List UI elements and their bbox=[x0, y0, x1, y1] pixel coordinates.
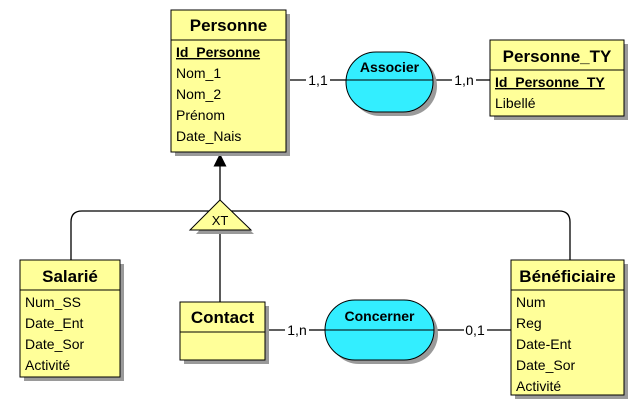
entity-personne-attr: Nom_2 bbox=[176, 86, 221, 102]
entity-beneficiaire-attr: Num bbox=[516, 294, 546, 310]
entity-beneficiaire-title: Bénéficiaire bbox=[519, 267, 615, 286]
entity-salarie-title: Salarié bbox=[42, 267, 98, 286]
relationship-concerner[interactable]: Concerner bbox=[324, 299, 438, 364]
entity-personne[interactable]: Personne Id_Personne Nom_1 Nom_2 Prénom … bbox=[170, 9, 290, 156]
entity-beneficiaire-attr: Date_Sor bbox=[516, 357, 575, 373]
connectors bbox=[70, 79, 571, 331]
entity-personne-ty-title: Personne_TY bbox=[503, 47, 612, 66]
entity-personne-title: Personne bbox=[190, 16, 267, 35]
entity-personne-attr: Date_Nais bbox=[176, 128, 241, 144]
entity-personne-ty[interactable]: Personne_TY Id_Personne_TY Libellé bbox=[489, 39, 628, 120]
inheritance-arc bbox=[70, 210, 571, 262]
relationship-associer[interactable]: Associer bbox=[345, 51, 437, 116]
entity-personne-ty-key: Id_Personne_TY bbox=[495, 74, 605, 90]
entity-personne-attr: Nom_1 bbox=[176, 65, 221, 81]
entity-personne-key: Id_Personne bbox=[176, 44, 260, 60]
entity-beneficiaire-attr: Activité bbox=[516, 378, 561, 394]
entity-beneficiaire-attr: Reg bbox=[516, 315, 542, 331]
entity-beneficiaire-attr: Date-Ent bbox=[516, 336, 571, 352]
card-concerner-beneficiaire: 0,1 bbox=[465, 322, 485, 338]
entity-personne-ty-attr: Libellé bbox=[495, 95, 536, 111]
inheritance-constraint-label: XT bbox=[212, 213, 229, 228]
card-personne-associer: 1,1 bbox=[308, 72, 328, 88]
entity-salarie[interactable]: Salarié Num_SS Date_Ent Date_Sor Activit… bbox=[19, 259, 124, 381]
entity-personne-attr: Prénom bbox=[176, 107, 225, 123]
relationship-concerner-label: Concerner bbox=[344, 308, 415, 324]
relationship-associer-label: Associer bbox=[360, 59, 420, 75]
card-contact-concerner: 1,n bbox=[287, 322, 306, 338]
card-associer-personne-ty: 1,n bbox=[454, 72, 473, 88]
inheritance-constraint[interactable]: XT bbox=[188, 199, 254, 234]
entity-salarie-attr: Activité bbox=[25, 357, 70, 373]
entity-salarie-attr: Date_Ent bbox=[25, 315, 83, 331]
entity-salarie-attr: Num_SS bbox=[25, 294, 81, 310]
entity-contact[interactable]: Contact bbox=[179, 301, 269, 364]
entity-contact-title: Contact bbox=[191, 308, 255, 327]
entity-salarie-attr: Date_Sor bbox=[25, 336, 84, 352]
entity-beneficiaire[interactable]: Bénéficiaire Num Reg Date-Ent Date_Sor A… bbox=[510, 259, 628, 399]
